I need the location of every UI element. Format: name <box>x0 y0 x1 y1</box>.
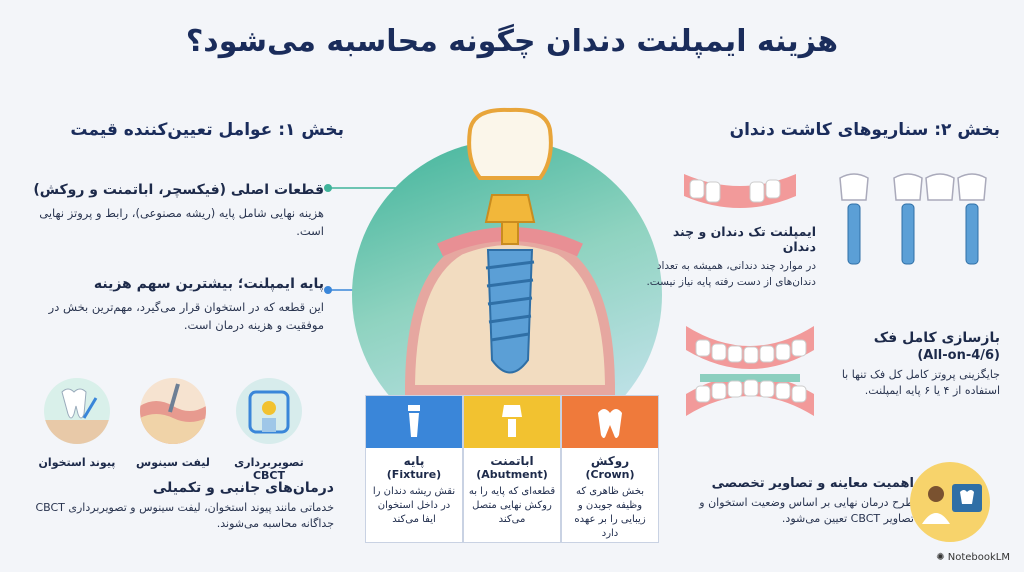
scenario-text: در موارد چند دندانی، همیشه به تعداد دندا… <box>646 260 816 288</box>
factor-title: قطعات اصلی (فیکسچر، اباتمنت و روکش) <box>33 182 324 198</box>
bone-graft-illustration <box>44 378 110 444</box>
crown-icon <box>467 107 553 180</box>
factor-text: هزینه نهایی شامل پایه (ریشه مصنوعی)، راب… <box>39 206 324 238</box>
scenario-imaging: اهمیت معاینه و تصاویر تخصصی طرح درمان نه… <box>684 476 914 527</box>
connector-dot <box>324 184 332 192</box>
abutment-card-header <box>464 396 560 448</box>
complementary-title: درمان‌های جانبی و تکمیلی <box>152 480 334 496</box>
implant-illustration <box>404 107 616 395</box>
connector-dot <box>324 286 332 294</box>
procedure-label: تصویربرداری CBCT <box>234 456 304 482</box>
brand-icon: ✺ <box>936 552 948 563</box>
component-en-name: (Fixture) <box>386 468 442 481</box>
page-title: هزینه ایمپلنت دندان چگونه محاسبه می‌شود؟ <box>185 24 839 59</box>
component-en-name: (Abutment) <box>476 468 548 481</box>
factor-text: این قطعه که در استخوان قرار می‌گیرد، مهم… <box>48 300 324 332</box>
doctor-icon <box>922 484 982 524</box>
scenario-single-multi: ایمپلنت تک دندان و چند دندان در موارد چن… <box>646 224 816 290</box>
full-arch-illustration <box>686 326 814 416</box>
partial-denture-illustration <box>684 174 796 208</box>
complementary-treatments: درمان‌های جانبی و تکمیلی خدماتی مانند پی… <box>34 480 334 532</box>
abutment-icon <box>484 194 536 223</box>
component-name: روکش <box>590 454 630 468</box>
procedure-label: پیوند استخوان <box>38 456 116 469</box>
procedure-label: لیفت سینوس <box>136 456 210 469</box>
component-desc: بخش ظاهری که وظیفه جویدن و زیبایی را بر … <box>574 486 646 539</box>
scenario-title: اهمیت معاینه و تصاویر تخصصی <box>711 476 914 491</box>
fixture-card-header <box>366 396 462 448</box>
component-card-abutment: اباتمنت (Abutment) قطعه‌ای که پایه را به… <box>463 395 561 543</box>
abutment-icon <box>502 405 522 437</box>
scenario-title: بازسازی کامل فک <box>873 330 1000 346</box>
scenario-subtitle: (All-on-4/6) <box>917 348 1000 363</box>
component-desc: قطعه‌ای که پایه را به روکش نهایی متصل می… <box>468 486 556 525</box>
section1-heading: بخش ۱: عوامل تعیین‌کننده قیمت <box>70 120 344 140</box>
fixture-icon <box>408 405 420 437</box>
scenario-text: جایگزینی پروتز کامل کل فک تنها با استفاد… <box>841 368 1000 397</box>
section2-heading: بخش ۲: سناریوهای کاشت دندان <box>729 120 1000 140</box>
factor-fixture-cost: پایه ایمپلنت؛ بیشترین سهم هزینه این قطعه… <box>24 276 324 334</box>
component-name: اباتمنت <box>490 454 534 468</box>
crown-card-header <box>562 396 658 448</box>
scenario-text: طرح درمان نهایی بر اساس وضعیت استخوان و … <box>699 496 914 525</box>
component-name: پایه <box>403 454 425 468</box>
complementary-text: خدماتی مانند پیوند استخوان، لیفت سینوس و… <box>35 501 334 530</box>
sinus-lift-icon <box>140 383 206 444</box>
component-desc: نقش ریشه دندان را در داخل استخوان ایفا م… <box>372 486 456 525</box>
tooth-icon <box>598 409 622 438</box>
cbct-machine-icon <box>248 390 290 434</box>
sinus-lift-illustration <box>140 378 206 444</box>
component-en-name: (Crown) <box>585 468 635 481</box>
cbct-illustration <box>236 378 302 444</box>
component-card-crown: روکش (Crown) بخش ظاهری که وظیفه جویدن و … <box>561 395 659 543</box>
factor-title: پایه ایمپلنت؛ بیشترین سهم هزینه <box>93 276 324 292</box>
factor-main-parts: قطعات اصلی (فیکسچر، اباتمنت و روکش) هزین… <box>24 182 324 240</box>
scenario-full-arch: بازسازی کامل فک (All-on-4/6) جایگزینی پر… <box>810 330 1000 399</box>
scenario-title: ایمپلنت تک دندان و چند دندان <box>672 224 816 254</box>
component-card-fixture: پایه (Fixture) نقش ریشه دندان را در داخل… <box>365 395 463 543</box>
bone-graft-icon <box>44 388 110 444</box>
brand-label: ✺ NotebookLM <box>936 552 1010 563</box>
implant-bridge-illustration <box>839 173 987 265</box>
doctor-imaging-illustration <box>910 462 990 542</box>
